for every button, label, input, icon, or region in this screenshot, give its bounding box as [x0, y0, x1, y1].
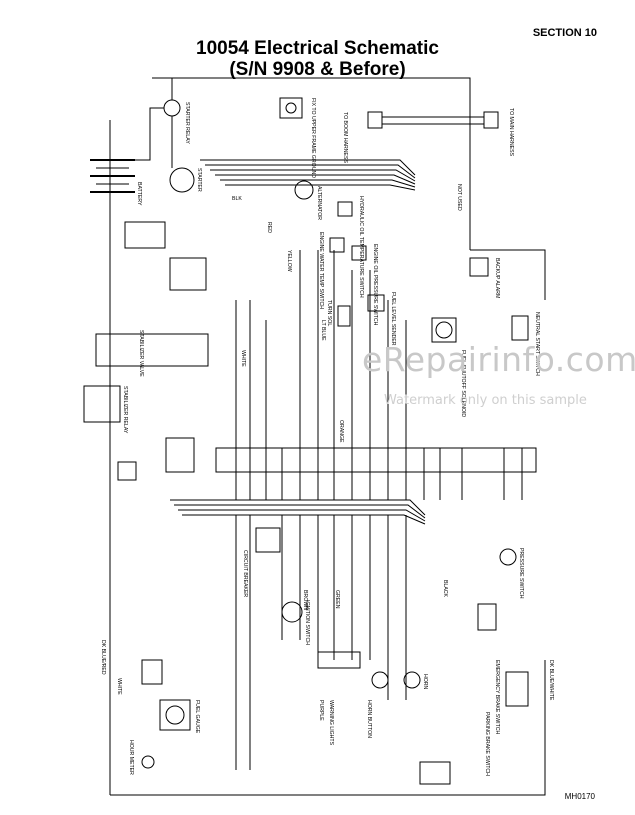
pressure-switch-label: PRESSURE SWITCH: [518, 548, 524, 599]
starter-symbol: [169, 167, 195, 193]
stabilizer-relay-label: STABILIZER RELAY: [122, 386, 128, 434]
wire-bundle-lower: [170, 499, 426, 525]
wire-label-blk: BLK: [232, 196, 242, 202]
parking-brake-label: PARKING BRAKE SWITCH: [484, 712, 490, 776]
boom-harness-connector: [367, 111, 383, 129]
alternator-label: ALTERNATOR: [316, 186, 322, 220]
water-temp-switch-label: ENGINE WATER TEMP SWITCH: [318, 232, 324, 309]
bottom-relay-box: [419, 761, 451, 785]
battery-symbol: [90, 159, 135, 193]
fuel-shutoff-label: FUEL SHUTOFF SOLENOID: [460, 350, 466, 417]
pressure-switch-symbol: [499, 548, 517, 566]
ignition-switch-label: IGNITION SWITCH: [304, 600, 310, 645]
hyd-temp-switch-label: HYDRAULIC OIL TEMPERATURE SWITCH: [358, 196, 364, 298]
starter-relay-symbol: [163, 99, 181, 117]
fuel-shutoff-box: [431, 317, 457, 343]
fuel-shutoff-icon: [435, 321, 453, 339]
ground-icon: [285, 102, 297, 114]
neutral-start-box: [511, 315, 529, 341]
emergency-brake-box: [505, 671, 529, 707]
wire-label-yellow: YELLOW: [286, 250, 292, 272]
hour-meter-label: HOUR METER: [128, 740, 134, 775]
watermark-site: eRepairinfo.com: [362, 340, 635, 379]
watermark-note: Watermark only on this sample: [384, 393, 587, 408]
circuit-breaker-box: [255, 527, 281, 553]
vertical-wires-upper: [235, 250, 407, 448]
wire-label-lt-blue: LT BLUE: [320, 320, 326, 341]
stabilizer-valve-label: STABILIZER VALVE: [138, 330, 144, 377]
wire-label-white: WHITE: [240, 350, 246, 367]
starter-label: STARTER: [196, 168, 202, 192]
top-harness-line: [152, 77, 546, 300]
backup-alarm-box: [469, 257, 489, 277]
horn-button-symbol: [371, 671, 389, 689]
wire-label-not-used: NOT USED: [456, 184, 462, 211]
page-title: 10054 Electrical Schematic (S/N 9908 & B…: [0, 38, 635, 80]
fuel-sender-box: [367, 294, 385, 312]
backup-alarm-label: BACKUP ALARM: [494, 258, 500, 298]
bottom-harness-line: [110, 660, 546, 796]
wire-label-orange: ORANGE: [338, 420, 344, 443]
stabilizer-valve-block: [95, 333, 209, 367]
circuit-breaker-label: CIRCUIT BREAKER: [242, 550, 248, 597]
wire-bundle-top: [200, 159, 416, 191]
alternator-symbol: [294, 180, 314, 200]
starter-wiring: [135, 78, 173, 168]
fuel-gauge-label: FUEL GAUGE: [194, 700, 200, 734]
title-line-2: (S/N 9908 & Before): [229, 59, 406, 80]
fuel-sender-label: FUEL LEVEL SENDER: [390, 292, 396, 346]
upper-frame-ground-label: FIX TO UPPER FRAME GROUND: [310, 98, 316, 178]
upper-frame-ground-box: [279, 97, 303, 119]
brake-switch-box: [477, 603, 497, 631]
gauge-block-2: [159, 699, 191, 731]
terminal-strip: [215, 447, 537, 473]
wire-label-dk-blue-white: DK BLUE/WHITE: [548, 660, 554, 701]
wire-label-brown: BROWN: [302, 590, 308, 610]
relay-block-top: [169, 257, 207, 291]
main-harness-connector: [483, 111, 499, 129]
turn-solenoid-box: [337, 305, 351, 327]
hour-meter-icon: [141, 755, 155, 769]
vertical-wires-lower: [235, 515, 407, 770]
horn-label: HORN: [422, 674, 428, 690]
harness-link: [382, 116, 484, 125]
oil-press-switch-box: [351, 245, 367, 261]
neutral-switch-block: [124, 221, 166, 249]
wire-label-red: RED: [266, 222, 272, 233]
hyd-temp-switch-box: [337, 201, 353, 217]
warning-lights-box: [317, 651, 361, 669]
to-boom-harness-label: TO BOOM HARNESS: [342, 112, 348, 163]
turn-solenoid-label: TURN SOL: [326, 300, 332, 326]
terminal-pins: [235, 448, 523, 500]
wire-label-dk-blue-red: DK BLUE/RED: [100, 640, 106, 675]
title-line-1: 10054 Electrical Schematic: [196, 38, 439, 59]
starter-relay-label: STARTER RELAY: [184, 102, 190, 144]
relay-small: [117, 461, 137, 481]
section-label: SECTION 10: [532, 27, 597, 39]
horn-button-label: HORN BUTTON: [366, 700, 372, 738]
ignition-switch-symbol: [281, 601, 303, 623]
wire-label-black: BLACK: [442, 580, 448, 598]
diode-block: [165, 437, 195, 473]
warning-lights-label: WARNING LIGHTS: [328, 700, 334, 746]
battery-label: BATTERY: [136, 182, 142, 206]
wire-label-white-left: WHITE: [116, 678, 122, 695]
oil-press-switch-label: ENGINE OIL PRESSURE SWITCH: [372, 244, 378, 326]
gauge-block-1: [141, 659, 163, 685]
emergency-brake-label: EMERGENCY BRAKE SWITCH: [494, 660, 500, 735]
water-temp-switch-box: [329, 237, 345, 253]
wire-label-purple: PURPLE: [318, 700, 324, 721]
page-id: MH0170: [564, 792, 595, 801]
fuel-gauge-icon: [165, 705, 185, 725]
to-main-harness-label: TO MAIN HARNESS: [508, 108, 514, 157]
horn-symbol: [403, 671, 421, 689]
wire-label-green: GREEN: [334, 590, 340, 609]
neutral-start-label: NEUTRAL START SWITCH: [534, 312, 540, 376]
stabilizer-relay-block: [83, 385, 121, 423]
